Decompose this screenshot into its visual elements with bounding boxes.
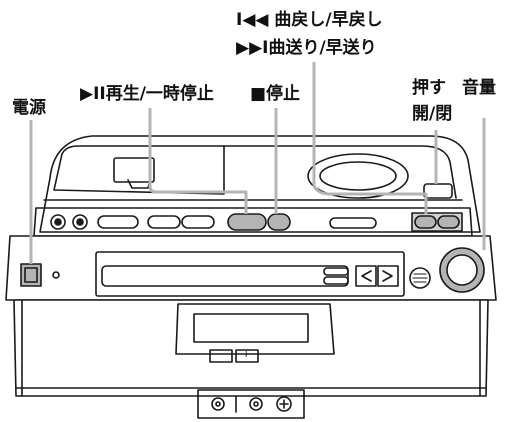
knob-left-1 [50,214,66,230]
tuning-back [355,265,377,287]
plus-label: + [242,349,251,360]
jack-3 [276,396,292,412]
lid-step [223,145,457,199]
label-stop: ■停止 [250,84,301,104]
plus-button [235,349,259,363]
speaker-grille [409,267,431,289]
front-panel [95,251,405,297]
leader-skip [312,62,428,214]
minus-label: − [215,349,224,360]
tape-stop [147,215,181,229]
cd-stop-button [267,213,291,231]
knob-left-2 [72,214,88,230]
label-power: 電源 [12,98,46,118]
minus-button [209,349,233,363]
skip-fwd-button [437,215,460,229]
tuning-fwd [377,265,399,287]
leader-play [148,108,248,214]
lower-display [175,303,335,355]
label-open-close: 開/閉 [412,104,453,124]
cassette-slot [101,265,349,287]
label-push: 押す [412,78,446,98]
jack-1 [211,397,225,411]
label-skip-back: I◀◀ 曲戻し/早戻し [236,10,383,30]
lower-body [13,299,489,397]
top-display [307,153,409,199]
tape-play [181,215,215,229]
label-play-pause: ▶II再生/一時停止 [80,84,214,104]
jack-2 [249,397,263,411]
label-skip-fwd: ▶▶I曲送り/早送り [236,38,377,58]
indicator-led [52,271,60,279]
skip-back-button [414,215,437,229]
jack-panel [197,389,305,419]
mode-button [329,217,377,229]
lid-inner [53,145,225,195]
label-volume: 音量 [462,78,496,98]
tape-rew-ff [97,215,139,229]
open-close-button [423,183,453,199]
cd-play-pause-button [227,213,267,231]
lid-window [113,157,155,183]
